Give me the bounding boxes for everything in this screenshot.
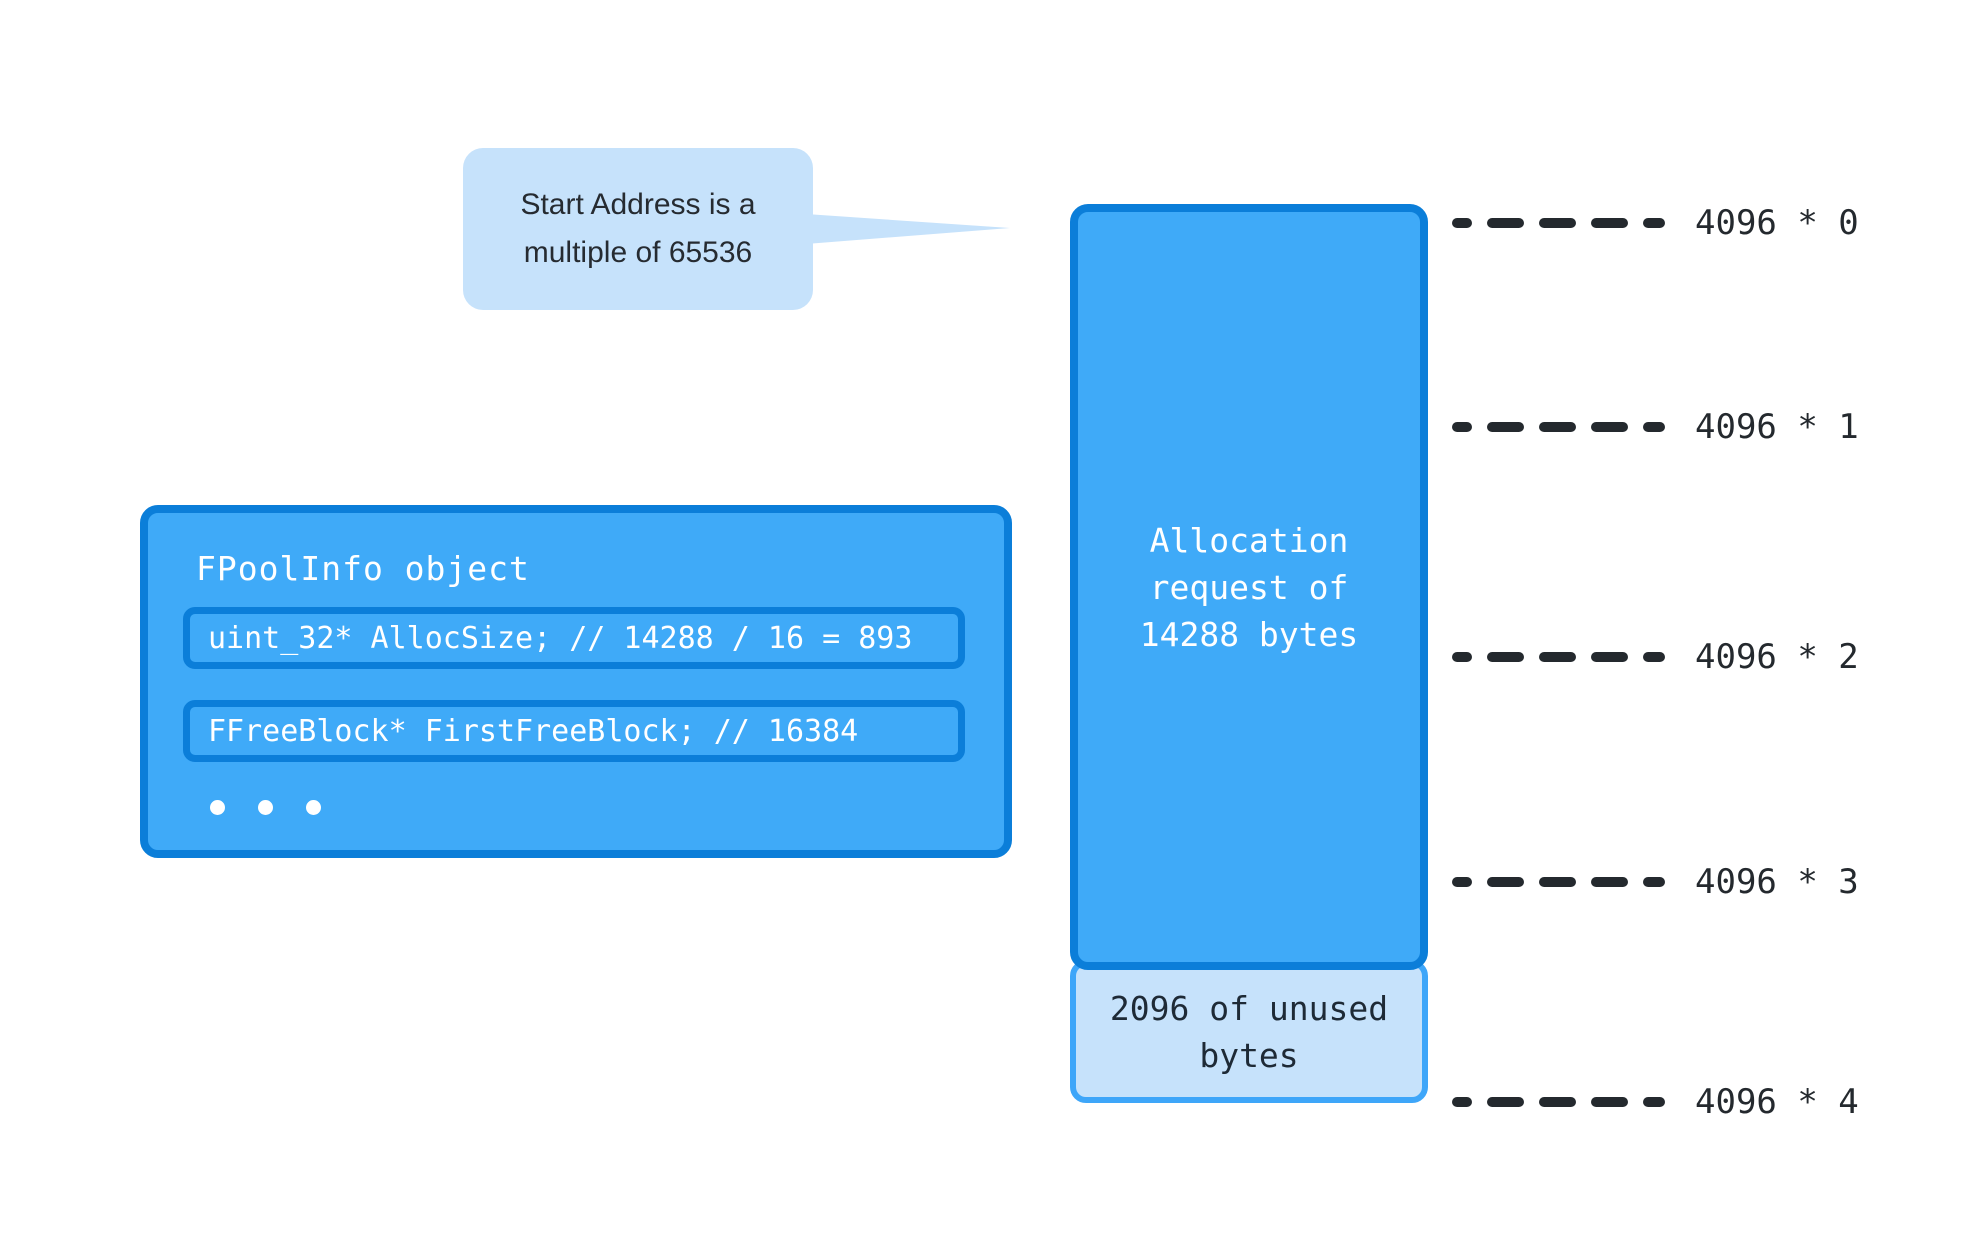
page-boundary-label: 4096 * 1: [1695, 407, 1859, 447]
page-boundary-marker: 4096 * 2: [1452, 637, 1859, 677]
allocation-line: request of: [1149, 567, 1349, 607]
dashed-line: [1452, 1097, 1665, 1107]
page-boundary-label: 4096 * 3: [1695, 862, 1859, 902]
dashed-line: [1452, 218, 1665, 228]
callout-bubble: Start Address is a multiple of 65536: [463, 148, 813, 310]
allocation-block: Allocation request of 14288 bytes: [1070, 204, 1428, 970]
dashed-line: [1452, 652, 1665, 662]
ellipsis-dots: [210, 800, 321, 815]
page-boundary-marker: 4096 * 4: [1452, 1082, 1859, 1122]
field-allocsize-code: uint_32* AllocSize; // 14288 / 16 = 893: [208, 620, 913, 656]
fpoolinfo-box: FPoolInfo object uint_32* AllocSize; // …: [140, 505, 1012, 858]
allocation-line: 14288 bytes: [1139, 614, 1359, 654]
unused-bytes-block: 2096 of unused bytes: [1070, 960, 1428, 1103]
field-firstfreeblock-code: FFreeBlock* FirstFreeBlock; // 16384: [208, 713, 859, 749]
field-firstfreeblock: FFreeBlock* FirstFreeBlock; // 16384: [183, 700, 965, 762]
dashed-line: [1452, 877, 1665, 887]
callout-line: multiple of 65536: [523, 236, 753, 269]
ellipsis-dot: [210, 800, 225, 815]
ellipsis-dot: [306, 800, 321, 815]
page-boundary-marker: 4096 * 0: [1452, 203, 1859, 243]
dashed-line: [1452, 422, 1665, 432]
page-boundary-label: 4096 * 2: [1695, 637, 1859, 677]
callout-tail-pointer: [806, 214, 1010, 244]
fpoolinfo-title: FPoolInfo object: [196, 549, 530, 588]
allocation-line: Allocation: [1149, 520, 1349, 560]
page-boundary-label: 4096 * 4: [1695, 1082, 1859, 1122]
ellipsis-dot: [258, 800, 273, 815]
unused-line: bytes: [1199, 1035, 1299, 1075]
unused-line: 2096 of unused: [1109, 988, 1389, 1028]
callout-line: Start Address is a: [520, 188, 756, 221]
field-allocsize: uint_32* AllocSize; // 14288 / 16 = 893: [183, 607, 965, 669]
page-boundary-label: 4096 * 0: [1695, 203, 1859, 243]
page-boundary-marker: 4096 * 3: [1452, 862, 1859, 902]
page-boundary-marker: 4096 * 1: [1452, 407, 1859, 447]
